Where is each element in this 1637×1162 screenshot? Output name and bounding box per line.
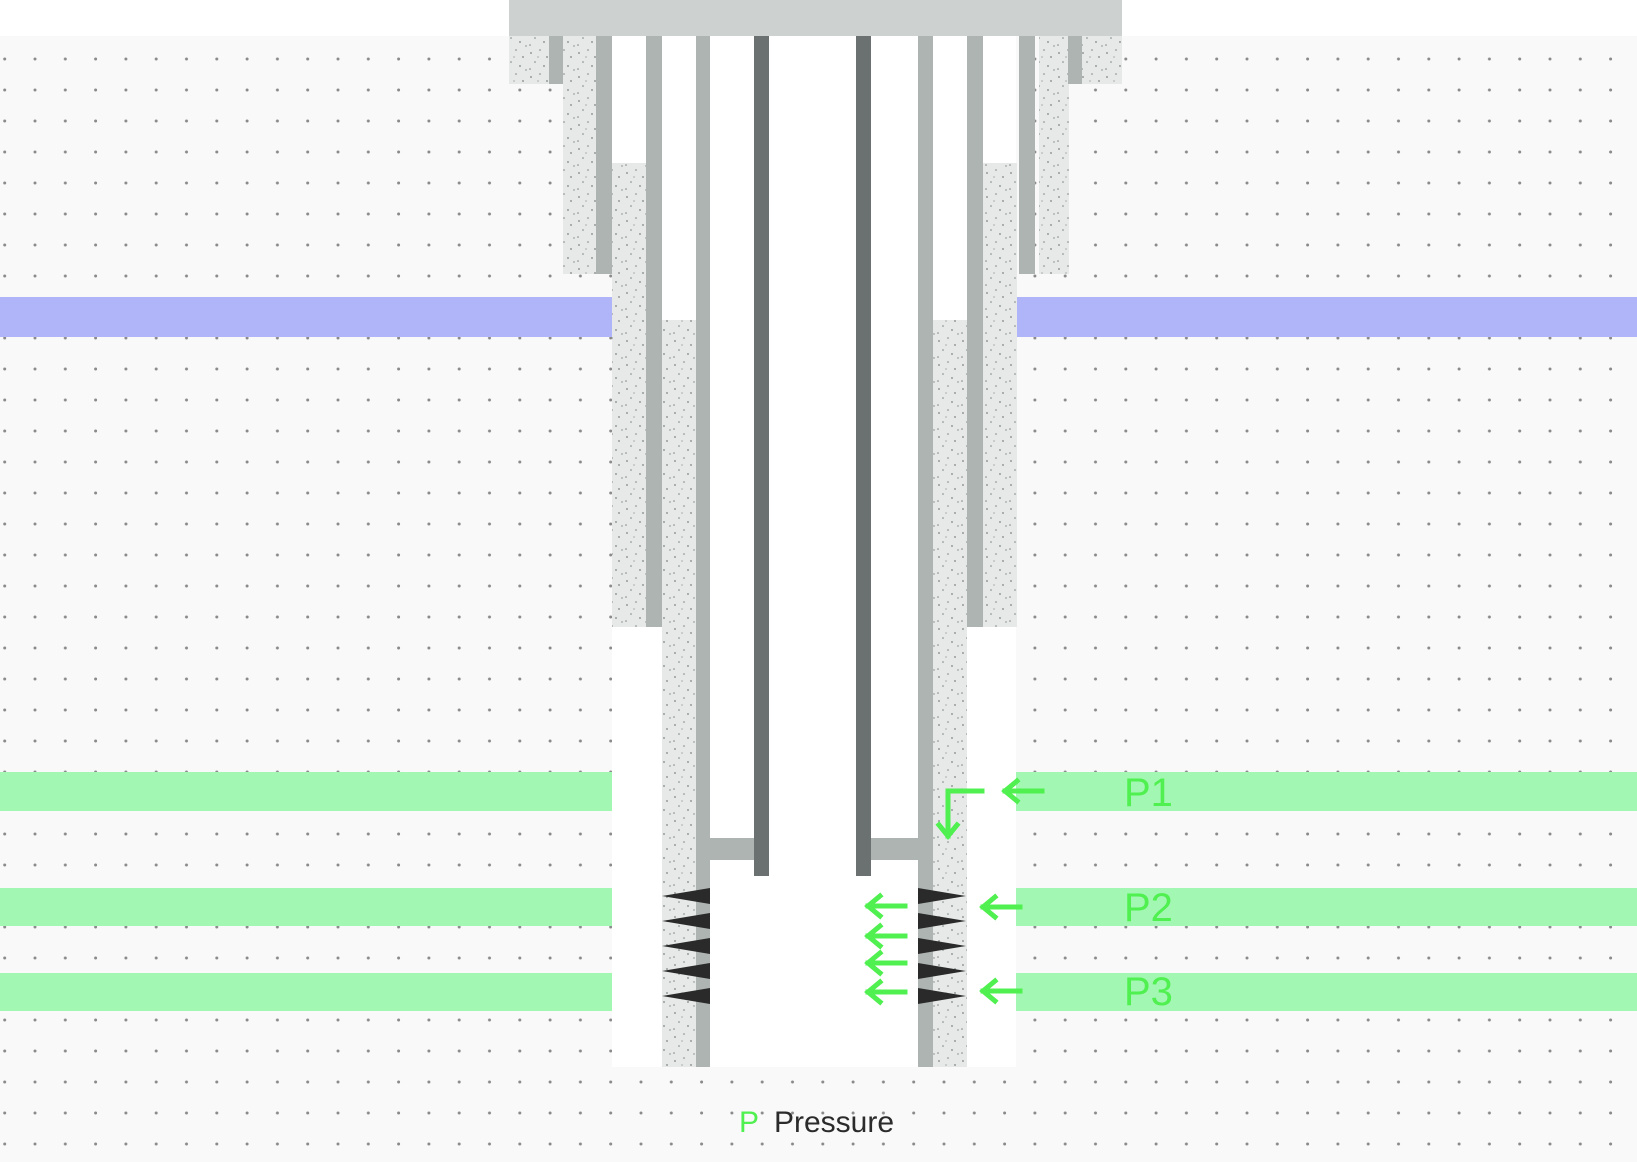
perforations-right	[918, 888, 966, 1004]
legend-symbol: P	[739, 1106, 759, 1139]
conductor-casing-right	[1068, 36, 1082, 84]
zone-label-p3: P3	[1124, 970, 1173, 1014]
zone-label-p2: P2	[1124, 886, 1173, 930]
pressure-zone-band-p2-right	[966, 888, 1637, 926]
conductor-casing-left	[549, 36, 563, 84]
intermediate-casing-left	[646, 36, 662, 627]
flow-arrows-into-wellbore	[864, 892, 908, 1006]
pressure-zone-band-p1-right	[966, 772, 1637, 811]
flow-arrow-p1-down	[935, 788, 985, 840]
pressure-zone-band-p3-right	[966, 973, 1637, 1011]
flow-arrow-p2-inbound	[979, 893, 1023, 921]
pressure-zone-band-p1-left	[0, 772, 662, 811]
legend-text: Pressure	[774, 1106, 894, 1139]
zone-label-p1: P1	[1124, 771, 1173, 815]
surface-casing-right	[1019, 36, 1035, 274]
aquifer-band-right	[1016, 297, 1637, 337]
production-casing-right	[918, 36, 933, 1067]
aquifer-band-left	[0, 297, 612, 337]
wellhead-cap	[509, 0, 1122, 36]
packer-left	[710, 838, 754, 860]
flow-arrow-p1-inbound	[1001, 777, 1045, 805]
packer-right	[871, 838, 918, 860]
perforations-left	[662, 888, 710, 1004]
cement-speckles	[509, 36, 1122, 1067]
tubing-left	[754, 36, 769, 876]
flow-arrow-p3-inbound	[979, 977, 1023, 1005]
tubing-right	[856, 36, 871, 876]
surface-casing-left	[596, 36, 612, 274]
casing-strings	[549, 36, 1082, 1067]
pressure-zone-band-p2-left	[0, 888, 662, 926]
pressure-zone-band-p3-left	[0, 973, 662, 1011]
production-casing-left	[696, 36, 710, 1067]
intermediate-casing-right	[967, 36, 983, 627]
